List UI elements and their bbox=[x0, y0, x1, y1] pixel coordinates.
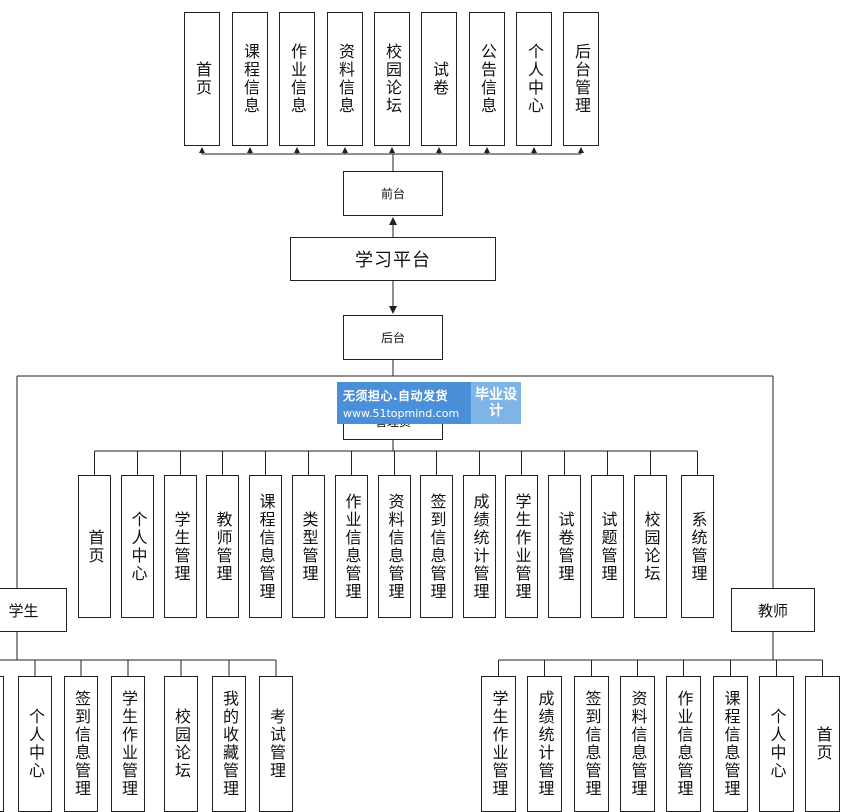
teacher-module-5: 作业信息管理 bbox=[666, 676, 701, 812]
teacher-module-2-label: 成绩统计管理 bbox=[535, 690, 555, 798]
admin-module-10-label: 成绩统计管理 bbox=[470, 492, 490, 601]
frontend-module-5-label: 校园论坛 bbox=[383, 43, 402, 115]
student-module-4-label: 校园论坛 bbox=[172, 708, 191, 780]
frontend-module-5: 校园论坛 bbox=[374, 12, 410, 146]
student-module-1: 个人中心 bbox=[18, 676, 52, 812]
admin-module-1-label: 首页 bbox=[85, 528, 105, 565]
student-node: 学生 bbox=[0, 588, 67, 632]
teacher-module-8: 首页 bbox=[805, 676, 840, 812]
frontend-module-8: 个人中心 bbox=[516, 12, 552, 146]
teacher-module-3-label: 签到信息管理 bbox=[582, 690, 602, 798]
admin-module-3-label: 学生管理 bbox=[171, 510, 191, 583]
admin-module-2: 个人中心 bbox=[121, 475, 154, 618]
frontend-module-9-label: 后台管理 bbox=[572, 43, 591, 115]
frontend-module-7: 公告信息 bbox=[469, 12, 505, 146]
teacher-module-1: 学生作业管理 bbox=[481, 676, 516, 812]
teacher-module-3: 签到信息管理 bbox=[574, 676, 609, 812]
admin-module-12-label: 试卷管理 bbox=[555, 510, 575, 583]
admin-module-11: 学生作业管理 bbox=[505, 475, 538, 618]
admin-module-14-label: 校园论坛 bbox=[641, 510, 661, 583]
admin-module-2-label: 个人中心 bbox=[128, 510, 148, 583]
student-module-2-label: 签到信息管理 bbox=[72, 690, 91, 798]
watermark-url: www.51topmind.com bbox=[343, 406, 460, 420]
admin-module-5-label: 课程信息管理 bbox=[256, 492, 276, 601]
backend-node-label: 后台 bbox=[380, 331, 405, 345]
teacher-module-6: 课程信息管理 bbox=[713, 676, 748, 812]
teacher-module-1-label: 学生作业管理 bbox=[489, 690, 509, 798]
student-module-3: 学生作业管理 bbox=[111, 676, 145, 812]
teacher-node-label: 教师 bbox=[757, 601, 788, 620]
admin-module-7-label: 作业信息管理 bbox=[342, 492, 362, 601]
admin-module-10: 成绩统计管理 bbox=[463, 475, 496, 618]
admin-module-9-label: 签到信息管理 bbox=[427, 492, 447, 601]
teacher-module-5-label: 作业信息管理 bbox=[674, 690, 694, 798]
frontend-node: 前台 bbox=[343, 171, 443, 216]
admin-module-6: 类型管理 bbox=[292, 475, 325, 618]
student-module-partial bbox=[0, 676, 4, 812]
admin-module-3: 学生管理 bbox=[164, 475, 197, 618]
teacher-module-4: 资料信息管理 bbox=[620, 676, 655, 812]
frontend-node-label: 前台 bbox=[380, 187, 405, 201]
student-module-3-label: 学生作业管理 bbox=[119, 690, 138, 798]
frontend-module-1-label: 首页 bbox=[193, 61, 212, 97]
student-module-5: 我的收藏管理 bbox=[212, 676, 246, 812]
teacher-module-6-label: 课程信息管理 bbox=[721, 690, 741, 798]
watermark-badge: 毕业设计 bbox=[471, 382, 521, 424]
frontend-module-3: 作业信息 bbox=[279, 12, 315, 146]
frontend-module-6: 试卷 bbox=[421, 12, 457, 146]
teacher-module-8-label: 首页 bbox=[813, 726, 833, 762]
teacher-module-7-label: 个人中心 bbox=[767, 708, 787, 780]
frontend-module-1: 首页 bbox=[184, 12, 220, 146]
admin-module-13: 试题管理 bbox=[591, 475, 624, 618]
teacher-module-4-label: 资料信息管理 bbox=[628, 690, 648, 798]
admin-module-13-label: 试题管理 bbox=[598, 510, 618, 583]
watermark-banner: 无须担心.自动发货 www.51topmind.com bbox=[337, 382, 471, 424]
admin-module-12: 试卷管理 bbox=[548, 475, 581, 618]
teacher-node: 教师 bbox=[731, 588, 815, 632]
frontend-module-2-label: 课程信息 bbox=[241, 43, 260, 115]
admin-module-5: 课程信息管理 bbox=[249, 475, 282, 618]
platform-center-label: 学习平台 bbox=[355, 250, 431, 271]
frontend-module-6-label: 试卷 bbox=[430, 61, 449, 97]
student-node-label: 学生 bbox=[8, 601, 39, 620]
teacher-module-7: 个人中心 bbox=[759, 676, 794, 812]
admin-module-11-label: 学生作业管理 bbox=[512, 492, 532, 601]
frontend-module-4: 资料信息 bbox=[327, 12, 363, 146]
admin-module-14: 校园论坛 bbox=[634, 475, 667, 618]
student-module-2: 签到信息管理 bbox=[64, 676, 98, 812]
student-module-5-label: 我的收藏管理 bbox=[220, 690, 239, 798]
teacher-module-2: 成绩统计管理 bbox=[527, 676, 562, 812]
student-module-1-label: 个人中心 bbox=[26, 708, 45, 780]
admin-module-1: 首页 bbox=[78, 475, 111, 618]
admin-module-4: 教师管理 bbox=[206, 475, 239, 618]
admin-module-4-label: 教师管理 bbox=[213, 510, 233, 583]
frontend-module-9: 后台管理 bbox=[563, 12, 599, 146]
frontend-module-3-label: 作业信息 bbox=[288, 43, 307, 115]
admin-module-15: 系统管理 bbox=[681, 475, 714, 618]
admin-module-9: 签到信息管理 bbox=[420, 475, 453, 618]
watermark-slogan: 无须担心.自动发货 bbox=[343, 388, 449, 403]
student-module-4: 校园论坛 bbox=[164, 676, 198, 812]
admin-module-8: 资料信息管理 bbox=[378, 475, 411, 618]
student-module-6-label: 考试管理 bbox=[267, 708, 286, 780]
frontend-module-2: 课程信息 bbox=[232, 12, 268, 146]
admin-module-7: 作业信息管理 bbox=[335, 475, 368, 618]
watermark: 无须担心.自动发货 www.51topmind.com 毕业设计 bbox=[337, 382, 521, 424]
admin-module-6-label: 类型管理 bbox=[299, 510, 319, 583]
frontend-module-4-label: 资料信息 bbox=[336, 43, 355, 115]
student-module-6: 考试管理 bbox=[259, 676, 293, 812]
backend-node: 后台 bbox=[343, 315, 443, 360]
frontend-module-7-label: 公告信息 bbox=[478, 43, 497, 115]
frontend-module-8-label: 个人中心 bbox=[525, 43, 544, 115]
admin-module-8-label: 资料信息管理 bbox=[385, 492, 405, 601]
admin-module-15-label: 系统管理 bbox=[688, 510, 708, 583]
platform-center: 学习平台 bbox=[290, 237, 496, 281]
